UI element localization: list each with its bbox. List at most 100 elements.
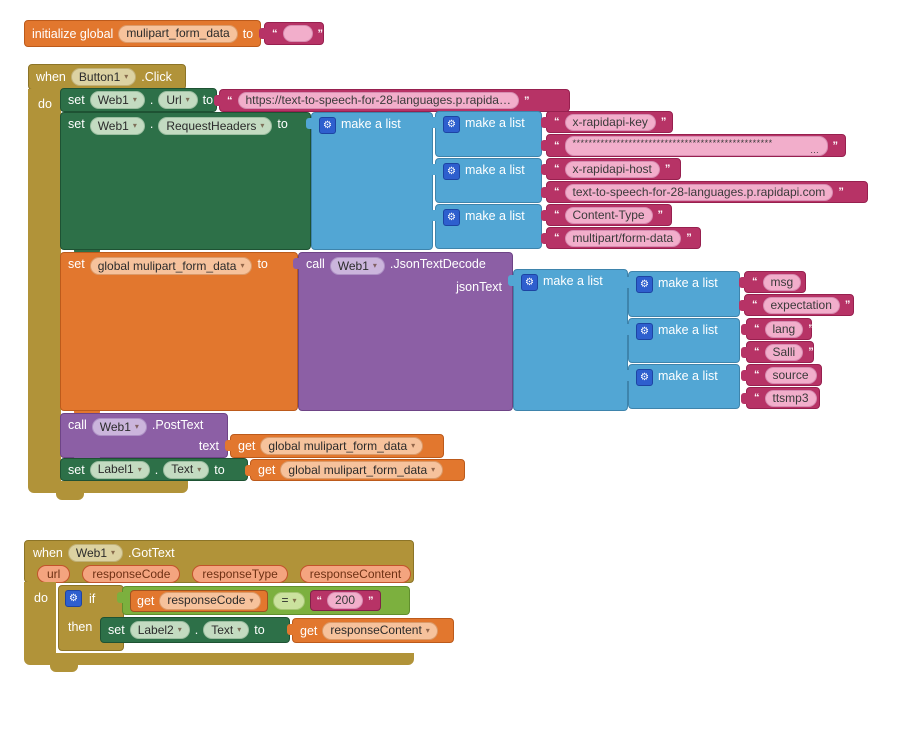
- when-button1-click-header[interactable]: when Button1 ▾ .Click: [28, 64, 186, 90]
- json-value1-string[interactable]: “ expectation ”: [739, 294, 854, 316]
- variable-name: global mulipart_form_data: [97, 258, 237, 273]
- make-a-list-label: make a list: [341, 117, 401, 131]
- make-a-list-label: make a list: [543, 274, 603, 288]
- variable-dropdown[interactable]: global mulipart_form_data ▾: [260, 437, 424, 455]
- set-label2-text-block[interactable]: set Label2 ▾ . Text ▾ to: [100, 617, 290, 643]
- mutator-gear-icon[interactable]: ⚙: [319, 117, 336, 134]
- make-a-list-pair1[interactable]: ⚙ make a list: [623, 271, 740, 317]
- mutator-gear-icon[interactable]: ⚙: [636, 369, 653, 386]
- text-field[interactable]: msg: [762, 273, 802, 291]
- component-dropdown-button1[interactable]: Button1 ▾: [70, 68, 137, 86]
- get-responsecode-block[interactable]: get responseCode ▾: [130, 589, 269, 612]
- header-key3-string[interactable]: “ Content-Type ”: [541, 204, 672, 226]
- close-quote: ”: [821, 369, 828, 381]
- header-value1-string[interactable]: “ **************************************…: [541, 134, 846, 157]
- variable-dropdown[interactable]: global mulipart_form_data ▾: [280, 461, 444, 479]
- param-responsecode[interactable]: responseCode: [82, 565, 181, 583]
- when-web1-gottext-header[interactable]: when Web1 ▾ .GotText url responseCode re…: [24, 540, 414, 583]
- initialize-global-keyword: initialize global: [32, 26, 114, 41]
- gottext-block-left-wall: do: [24, 582, 56, 653]
- make-a-list-pair2[interactable]: ⚙ make a list: [623, 318, 740, 363]
- component-dropdown-label2[interactable]: Label2 ▾: [129, 621, 190, 639]
- call-web1-jsontextdecode-block[interactable]: call Web1 ▾ .JsonTextDecode jsonText: [293, 252, 513, 411]
- get-global-variable-block[interactable]: get global mulipart_form_data ▾: [225, 434, 444, 458]
- get-responsecontent-block[interactable]: get responseContent ▾: [287, 618, 454, 643]
- make-a-list-pair3[interactable]: ⚙ make a list: [623, 364, 740, 409]
- text-field[interactable]: source: [764, 366, 817, 384]
- variable-dropdown[interactable]: responseContent ▾: [322, 621, 438, 640]
- open-quote: “: [554, 116, 560, 128]
- set-label: set: [108, 623, 125, 637]
- empty-string-block[interactable]: “ ”: [259, 22, 324, 45]
- set-label: set: [68, 117, 85, 131]
- initialize-global-block[interactable]: initialize global mulipart_form_data to: [24, 20, 261, 47]
- json-key1-string[interactable]: “ msg ”: [739, 271, 812, 293]
- text-field[interactable]: 200: [327, 592, 364, 609]
- global-variable-dropdown[interactable]: global mulipart_form_data ▾: [89, 257, 253, 275]
- text-field[interactable]: x-rapidapi-key: [564, 113, 656, 131]
- mutator-gear-icon[interactable]: ⚙: [443, 209, 460, 226]
- mutator-gear-icon[interactable]: ⚙: [636, 276, 653, 293]
- call-web1-posttext-block[interactable]: call Web1 ▾ .PostText text: [60, 413, 228, 458]
- set-web1-url-block[interactable]: set Web1 ▾ . Url ▾ to: [60, 88, 217, 112]
- make-a-list-label: make a list: [658, 276, 718, 290]
- property-name: Text: [171, 462, 194, 476]
- make-a-list-header3[interactable]: ⚙ make a list: [430, 204, 542, 249]
- text-field[interactable]: multipart/form-data: [564, 229, 682, 247]
- mutator-gear-icon[interactable]: ⚙: [443, 116, 460, 133]
- component-dropdown-web1[interactable]: Web1 ▾: [329, 257, 385, 275]
- param-responsetype[interactable]: responseType: [192, 565, 288, 583]
- property-dropdown-url[interactable]: Url ▾: [158, 91, 198, 109]
- empty-text-field[interactable]: [282, 25, 313, 42]
- param-url[interactable]: url: [37, 565, 71, 583]
- set-label1-text-block[interactable]: set Label1 ▾ . Text ▾ to: [60, 458, 248, 481]
- component-dropdown-web1[interactable]: Web1 ▾: [89, 91, 145, 109]
- make-a-list-header1[interactable]: ⚙ make a list: [430, 111, 542, 157]
- make-a-list-headers-outer[interactable]: ⚙ make a list: [306, 112, 433, 250]
- component-dropdown-web1[interactable]: Web1 ▾: [91, 418, 147, 436]
- to-label: to: [214, 462, 225, 477]
- string-200-block[interactable]: “ 200 ”: [309, 590, 381, 611]
- json-value3-string[interactable]: “ ttsmp3 ”: [741, 387, 827, 409]
- set-web1-requestheaders-block[interactable]: set Web1 ▾ . RequestHeaders ▾ to: [60, 112, 311, 250]
- json-key3-string[interactable]: “ source ”: [741, 364, 827, 386]
- operator-dropdown[interactable]: = ▾: [273, 591, 305, 610]
- url-string-block[interactable]: “ https://text-to-speech-for-28-language…: [214, 89, 570, 112]
- json-value2-string[interactable]: “ Salli ”: [741, 341, 814, 363]
- text-field[interactable]: Salli: [764, 343, 804, 361]
- mutator-gear-icon[interactable]: ⚙: [65, 590, 82, 607]
- component-name: Web1: [75, 545, 108, 560]
- mutator-gear-icon[interactable]: ⚙: [521, 274, 538, 291]
- header-value3-string[interactable]: “ multipart/form-data ”: [541, 227, 701, 249]
- get-global-variable-block[interactable]: get global mulipart_form_data ▾: [245, 459, 465, 481]
- make-a-list-header2[interactable]: ⚙ make a list: [430, 158, 542, 203]
- component-dropdown-label1[interactable]: Label1 ▾: [89, 460, 150, 479]
- url-text-field[interactable]: https://text-to-speech-for-28-languages.…: [237, 92, 519, 109]
- text-field[interactable]: x-rapidapi-host: [564, 160, 660, 178]
- to-label: to: [277, 117, 288, 131]
- property-dropdown-text[interactable]: Text ▾: [203, 621, 250, 639]
- mutator-gear-icon[interactable]: ⚙: [636, 323, 653, 340]
- component-dropdown-web1[interactable]: Web1 ▾: [67, 544, 124, 562]
- header-value2-string[interactable]: “ text-to-speech-for-28-languages.p.rapi…: [541, 181, 868, 203]
- param-responsecontent[interactable]: responseContent: [299, 565, 412, 583]
- text-field[interactable]: text-to-speech-for-28-languages.p.rapida…: [564, 183, 834, 201]
- property-dropdown-requestheaders[interactable]: RequestHeaders ▾: [158, 117, 273, 135]
- mutator-gear-icon[interactable]: ⚙: [443, 163, 460, 180]
- json-key2-string[interactable]: “ lang ”: [741, 318, 814, 340]
- text-field[interactable]: expectation: [762, 296, 840, 314]
- property-dropdown-text[interactable]: Text ▾: [163, 460, 210, 479]
- set-global-variable-block[interactable]: set global mulipart_form_data ▾ to: [60, 252, 298, 411]
- component-dropdown-web1[interactable]: Web1 ▾: [89, 117, 145, 135]
- header-key1-string[interactable]: “ x-rapidapi-key ”: [541, 111, 673, 133]
- equals-comparison-block[interactable]: get responseCode ▾ = ▾ “ 200 ”: [117, 586, 410, 615]
- make-a-list-json-outer[interactable]: ⚙ make a list: [508, 269, 628, 411]
- global-variable-name-field[interactable]: mulipart_form_data: [118, 24, 238, 43]
- variable-dropdown[interactable]: responseCode ▾: [159, 591, 262, 610]
- header-key2-string[interactable]: “ x-rapidapi-host ”: [541, 158, 681, 180]
- text-field[interactable]: lang: [764, 320, 804, 338]
- api-key-text-field[interactable]: ****************************************…: [564, 135, 828, 156]
- text-field[interactable]: ttsmp3: [764, 389, 817, 407]
- text-field[interactable]: Content-Type: [564, 206, 653, 224]
- variable-name: global mulipart_form_data: [288, 462, 428, 477]
